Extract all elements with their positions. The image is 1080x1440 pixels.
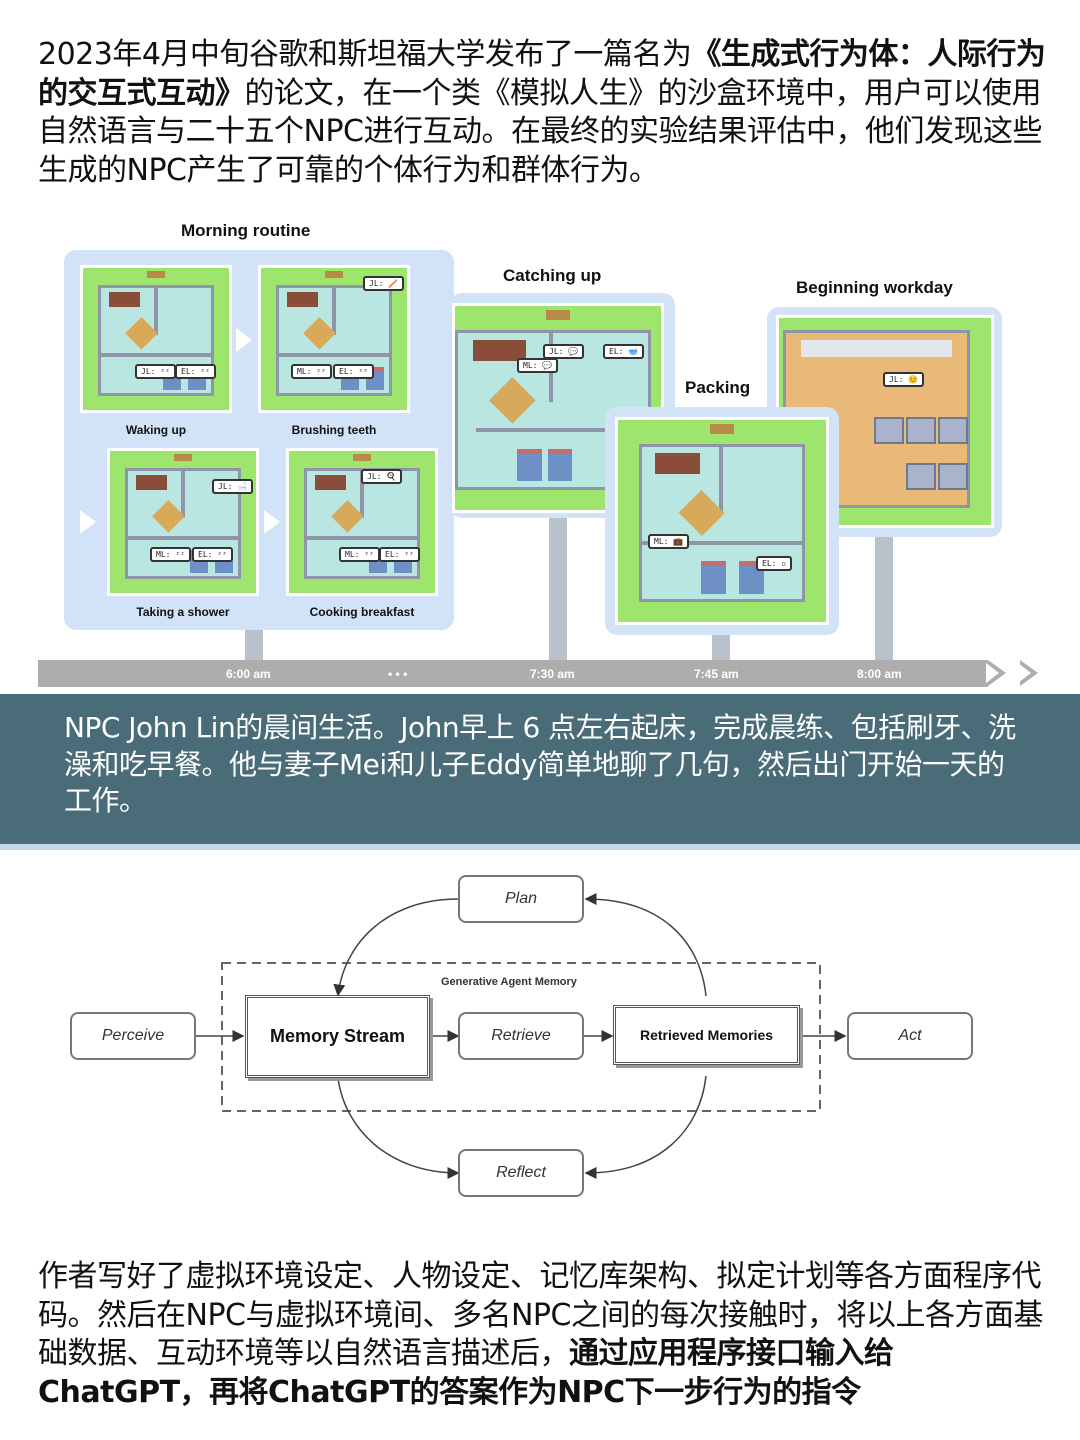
arrow-right-icon <box>80 510 96 534</box>
arrow-memories-to-reflect <box>584 1075 707 1179</box>
timeline-connector <box>875 537 893 660</box>
speech-bubble: JL: 😊 <box>883 372 925 387</box>
scene-caption: Waking up <box>125 423 187 437</box>
speech-bubble: EL: ▫ <box>756 556 793 571</box>
time-ellipsis: • • • <box>388 667 408 681</box>
timeline-connector <box>549 518 567 660</box>
node-retrieved-memories: Retrieved Memories <box>613 1005 800 1065</box>
speech-bubble: ML: ᶻᶻ <box>150 547 191 562</box>
scene-caption: Brushing teeth <box>291 423 377 437</box>
scene-taking-shower: JL: 🛁 ML: ᶻᶻ EL: ᶻᶻ <box>107 448 259 596</box>
paper-title: 《生成式行为体：人际行为的交互式互动》 <box>38 37 1046 111</box>
speech-bubble: EL: ᶻᶻ <box>379 547 420 562</box>
arrow-right-icon <box>264 510 280 534</box>
speech-bubble: EL: ᶻᶻ <box>333 364 374 379</box>
time-label: 8:00 am <box>857 667 902 681</box>
scene-caption: Cooking breakfast <box>309 605 415 619</box>
arrow-memories-to-plan <box>584 893 707 997</box>
outro-highlight: 通过应用程序接口输入给ChatGPT，再将ChatGPT的答案作为NPC下一步行… <box>38 1336 894 1410</box>
time-label: 7:45 am <box>694 667 739 681</box>
figure-caption-band: NPC John Lin的晨间生活。John早上 6 点左右起床，完成晨练、包括… <box>0 694 1080 850</box>
node-reflect: Reflect <box>458 1149 584 1197</box>
node-memory-stream: Memory Stream <box>245 995 430 1078</box>
scene-cooking-breakfast: JL: 🍳 ML: ᶻᶻ EL: ᶻᶻ <box>286 448 438 596</box>
group-title-catching-up: Catching up <box>503 266 602 285</box>
node-perceive: Perceive <box>70 1012 196 1060</box>
speech-bubble: ML: ᶻᶻ <box>291 364 332 379</box>
agent-architecture-diagram: Perceive Memory Stream Retrieve Retrieve… <box>0 860 1080 1240</box>
time-label: 6:00 am <box>226 667 271 681</box>
scene-caption: Taking a shower <box>136 605 230 619</box>
speech-bubble: JL: 💬 <box>543 344 585 359</box>
memory-group-border <box>221 962 821 1112</box>
speech-bubble: EL: ᶻᶻ <box>175 364 216 379</box>
arrow-reflect-to-stream <box>337 1077 460 1179</box>
scene-brushing-teeth: JL: 🪥 ML: ᶻᶻ EL: ᶻᶻ <box>258 265 410 413</box>
chevron-inner <box>1018 663 1031 683</box>
speech-bubble: EL: 🥣 <box>603 344 645 359</box>
timeline-connector <box>245 630 263 660</box>
group-title-packing: Packing <box>685 378 751 397</box>
intro-text-2: 的论文，在一个类《模拟人生》的沙盒环境中，用户可以使用自然语言与二十五个NPC进… <box>38 75 1042 188</box>
timeline-connector <box>712 635 730 660</box>
intro-paragraph: 2023年4月中旬谷歌和斯坦福大学发布了一篇名为《生成式行为体：人际行为的交互式… <box>38 36 1048 190</box>
scene-packing: ML: 💼 EL: ▫ <box>615 417 829 625</box>
memory-group-label: Generative Agent Memory <box>441 976 577 988</box>
diagram-lines <box>196 893 847 1179</box>
speech-bubble: ML: ᶻᶻ <box>339 547 380 562</box>
node-retrieve: Retrieve <box>458 1012 584 1060</box>
arrow-plan-to-stream <box>333 898 459 997</box>
speech-bubble: ML: 💬 <box>517 358 559 373</box>
group-title-beginning-workday: Beginning workday <box>796 278 953 297</box>
speech-bubble: JL: 🪥 <box>363 276 405 291</box>
speech-bubble: JL: 🍳 <box>361 469 403 484</box>
speech-bubble: ML: 💼 <box>648 534 690 549</box>
time-label: 7:30 am <box>530 667 575 681</box>
outro-paragraph: 作者写好了虚拟环境设定、人物设定、记忆库架构、拟定计划等各方面程序代码。然后在N… <box>38 1258 1048 1412</box>
node-plan: Plan <box>458 875 584 923</box>
scene-waking-up: JL: ᶻᶻ EL: ᶻᶻ <box>80 265 232 413</box>
figure-caption-text: NPC John Lin的晨间生活。John早上 6 点左右起床，完成晨练、包括… <box>64 711 1016 817</box>
outro-text: 作者写好了虚拟环境设定、人物设定、记忆库架构、拟定计划等各方面程序代码。然后在N… <box>38 1259 1043 1371</box>
node-act: Act <box>847 1012 973 1060</box>
speech-bubble: EL: ᶻᶻ <box>192 547 233 562</box>
timeline-bar <box>38 660 988 687</box>
arrow-right-icon <box>236 328 252 352</box>
group-title-morning-routine: Morning routine <box>181 221 311 240</box>
intro-text-1: 2023年4月中旬谷歌和斯坦福大学发布了一篇名为 <box>38 37 692 72</box>
speech-bubble: JL: 🛁 <box>212 479 254 494</box>
speech-bubble: JL: ᶻᶻ <box>135 364 176 379</box>
chevron-inner <box>986 663 999 683</box>
